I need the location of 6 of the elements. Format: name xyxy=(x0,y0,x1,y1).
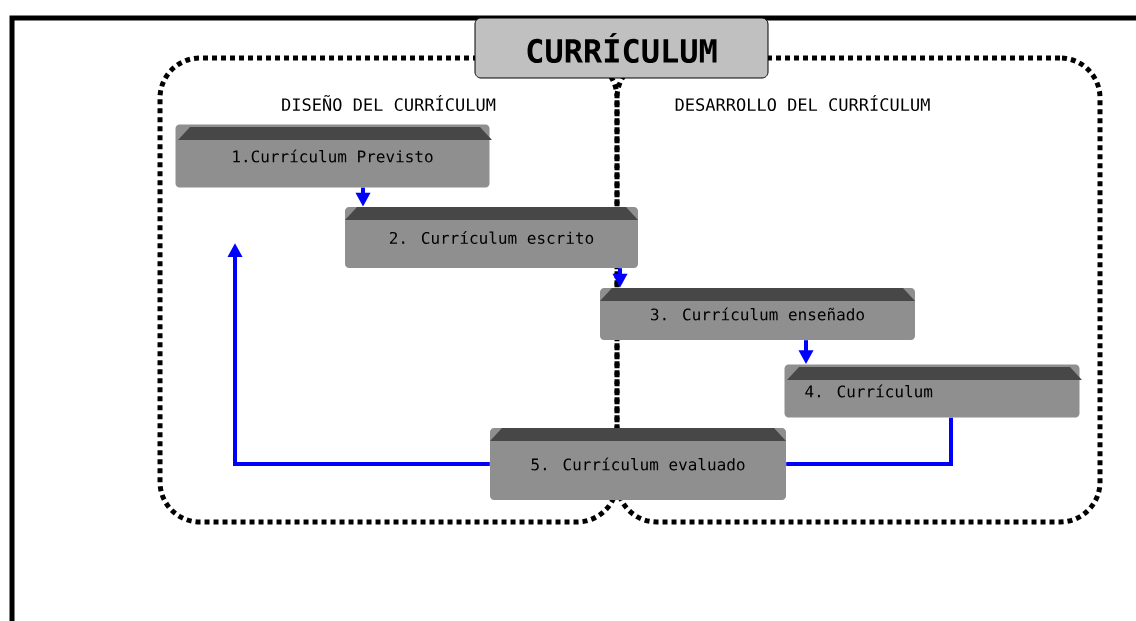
process-box: 5. Currículum evaluado xyxy=(490,428,786,500)
title-box: CURRÍCULUM xyxy=(474,17,769,79)
process-box: 2. Currículum escrito xyxy=(345,207,638,268)
process-box: 4. Currículum xyxy=(784,364,1082,418)
connector-line xyxy=(786,417,953,466)
process-box: 1.Currículum Previsto xyxy=(175,124,492,188)
